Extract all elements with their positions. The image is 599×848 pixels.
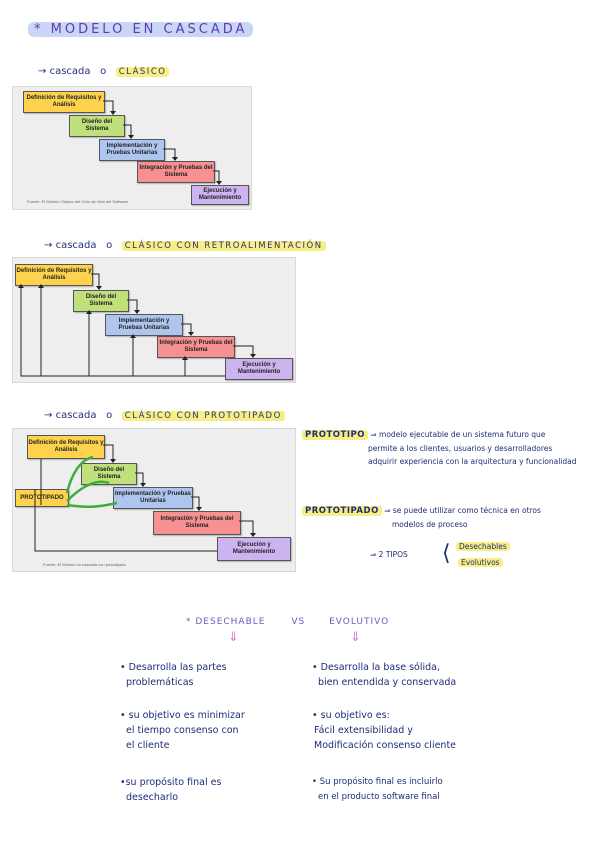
section-classic-heading: → cascada o CLÁSICO bbox=[38, 66, 170, 77]
box-requisitos: Definición de Requisitos y Análisis bbox=[27, 435, 105, 459]
box-diseno: Diseño del Sistema bbox=[73, 290, 129, 312]
page-title: * MODELO EN CASCADA bbox=[28, 22, 254, 37]
box-integracion: Integración y Pruebas del Sistema bbox=[157, 336, 235, 358]
list-item: •su propósito final es desecharlo bbox=[120, 777, 222, 803]
diagram-classic-caption: Fuente: El Modelo Clásico del Ciclo de V… bbox=[27, 199, 129, 204]
prototipo-definition: PROTOTIPO ⇒ modelo ejecutable de un sist… bbox=[302, 428, 594, 468]
box-implementacion: Implementación y Pruebas Unitarias bbox=[113, 487, 193, 509]
section-prototype-heading: → cascada o CLÁSICO CON PROTOTIPADO bbox=[44, 410, 285, 421]
desechable-column: • Desarrolla las partes problemáticas • … bbox=[120, 660, 300, 805]
box-requisitos: Definición de Requisitos y Análisis bbox=[23, 91, 105, 113]
box-integracion: Integración y Pruebas del Sistema bbox=[153, 511, 241, 535]
box-requisitos: Definición de Requisitos y Análisis bbox=[15, 264, 93, 286]
diagram-prototype-arrows bbox=[34, 444, 256, 552]
diagram-classic: Definición de Requisitos y Análisis Dise… bbox=[12, 86, 252, 210]
comparison-header: * DESECHABLE VS EVOLUTIVO bbox=[186, 617, 390, 627]
down-arrow-icon: ⇓ bbox=[228, 630, 239, 645]
list-item: • Desarrolla las partes problemáticas bbox=[120, 662, 227, 688]
diagram-prototype-caption: Fuente: El Modelo en cascada con prototi… bbox=[43, 562, 126, 567]
box-ejecucion: Ejecución y Mantenimiento bbox=[217, 537, 291, 561]
list-item: • su objetivo es minimizar el tiempo con… bbox=[120, 710, 245, 751]
box-diseno: Diseño del Sistema bbox=[69, 115, 125, 137]
brace-icon: ⟨ bbox=[442, 541, 451, 566]
diagram-prototype: Definición de Requisitos y Análisis Dise… bbox=[12, 428, 296, 572]
list-item: • su objetivo es: Fácil extensibilidad y… bbox=[312, 710, 457, 751]
box-implementacion: Implementación y Pruebas Unitarias bbox=[105, 314, 183, 336]
list-item: • Desarrolla la base sólida, bien entend… bbox=[312, 662, 457, 688]
evolutivo-column: • Desarrolla la base sólida, bien entend… bbox=[312, 660, 592, 805]
box-ejecucion: Ejecución y Mantenimiento bbox=[225, 358, 293, 380]
prototipado-definition: PROTOTIPADO ⇒ se puede utilizar como téc… bbox=[302, 504, 594, 531]
down-arrow-icon: ⇓ bbox=[350, 630, 361, 645]
box-diseno: Diseño del Sistema bbox=[81, 463, 137, 485]
diagram-feedback-arrows bbox=[18, 273, 256, 377]
box-implementacion: Implementación y Pruebas Unitarias bbox=[99, 139, 165, 161]
list-item: • Su propósito final es incluirlo en el … bbox=[312, 777, 443, 802]
diagram-feedback: Definición de Requisitos y Análisis Dise… bbox=[12, 257, 296, 383]
tipos-list: ⇒ 2 TIPOS ⟨ Desechables Evolutivos bbox=[370, 540, 590, 574]
box-ejecucion: Ejecución y Mantenimiento bbox=[191, 185, 249, 205]
box-integracion: Integración y Pruebas del Sistema bbox=[137, 161, 215, 183]
diagram-classic-arrows bbox=[103, 100, 222, 185]
section-feedback-heading: → cascada o CLÁSICO CON RETROALIMENTACIÓ… bbox=[44, 240, 326, 251]
